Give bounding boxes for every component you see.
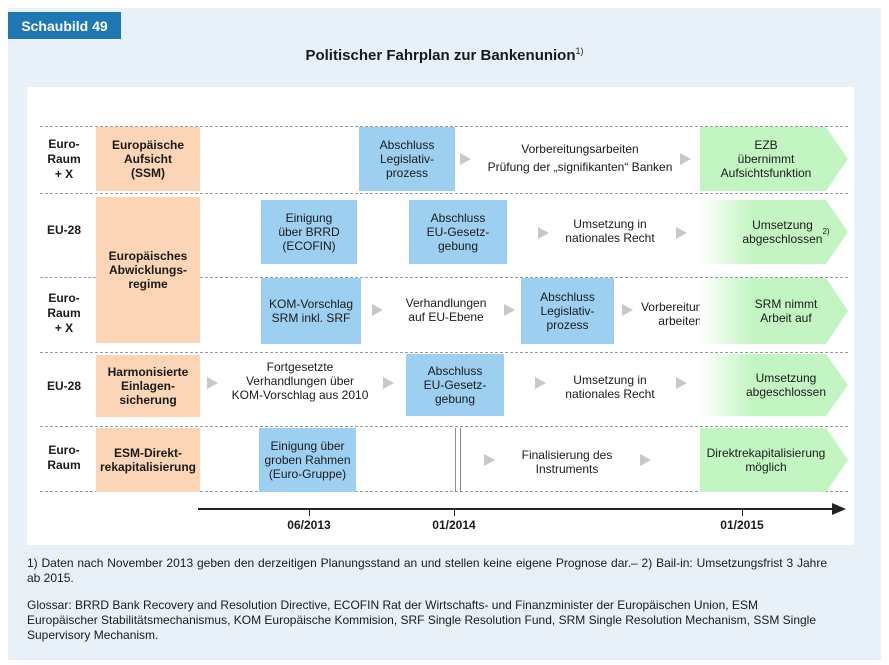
footnote-text: 1) Daten nach November 2013 geben den de… <box>27 556 827 585</box>
row4-box-abschluss: Abschluss EU-Gesetz- gebung <box>406 354 504 416</box>
arrow-icon <box>460 153 471 165</box>
row-separator <box>40 277 96 278</box>
row2-region: EU-28 <box>46 222 81 237</box>
arrow-icon <box>535 377 546 389</box>
axis-tick-label: 06/2013 <box>287 518 331 532</box>
row23-label: Europäisches Abwicklungs- regime <box>96 197 200 343</box>
row-separator <box>40 193 848 194</box>
figure-title: Politischer Fahrplan zur Bankenunion1) <box>0 46 889 64</box>
timeline-axis <box>198 508 832 510</box>
row5-milestone: Direktrekapitalisierung möglich <box>700 428 848 492</box>
row4-text-verhandlungen: Fortgesetzte Verhandlungen über KOM-Vors… <box>231 360 369 402</box>
axis-tick <box>309 509 310 516</box>
axis-tick <box>454 509 455 516</box>
row3-region: Euro- Raum + X <box>47 290 81 335</box>
row1-label: Europäische Aufsicht (SSM) <box>96 127 200 191</box>
row4-text-umsetzung: Umsetzung in nationales Recht <box>565 373 655 401</box>
row-separator <box>200 277 848 278</box>
row1-text-vorbereitung: Vorbereitungsarbeiten <box>521 142 639 156</box>
row3-text-vorbereitung: Vorbereitungs- arbeiten <box>640 300 720 328</box>
row2-box-abschluss: Abschluss EU-Gesetz- gebung <box>409 200 507 264</box>
row5-text-finalisierung: Finalisierung des Instruments <box>521 448 613 476</box>
row1-region: Euro- Raum + X <box>47 136 81 181</box>
row2-footnote-mark: 2) <box>822 227 830 236</box>
arrow-icon <box>484 454 495 466</box>
arrow-icon <box>680 153 691 165</box>
row-separator <box>40 352 848 353</box>
axis-tick-label: 01/2014 <box>432 518 476 532</box>
row3-box-kom: KOM-Vorschlag SRM inkl. SRF <box>261 278 361 344</box>
arrow-icon <box>538 227 549 239</box>
row1-box-abschluss: Abschluss Legislativ- prozess <box>359 127 455 191</box>
timeline-arrowhead <box>832 503 846 515</box>
row3-text-verhandlungen: Verhandlungen auf EU-Ebene <box>405 296 487 324</box>
row3-box-abschluss: Abschluss Legislativ- prozess <box>521 278 614 344</box>
arrow-icon <box>622 304 633 316</box>
row2-text-umsetzung: Umsetzung in nationales Recht <box>565 217 655 245</box>
row5-label: ESM-Direkt- rekapitalisierung <box>96 428 200 492</box>
row5-divider <box>455 428 456 492</box>
row2-milestone-text: Umsetzung abgeschlossen <box>742 218 823 246</box>
arrow-icon <box>372 304 383 316</box>
arrow-icon <box>676 227 687 239</box>
glossary-text: Glossar: BRRD Bank Recovery and Resoluti… <box>27 598 817 642</box>
row5-box-einigung: Einigung über groben Rahmen (Euro-Gruppe… <box>259 428 356 492</box>
row-separator <box>40 426 848 427</box>
row4-label: Harmonisierte Einlagen- sicherung <box>96 355 200 417</box>
arrow-icon <box>504 304 515 316</box>
title-footnote-mark: 1) <box>575 46 584 56</box>
row4-milestone: Umsetzung abgeschlossen <box>700 354 848 416</box>
arrow-icon <box>676 377 687 389</box>
arrow-icon <box>207 377 218 389</box>
arrow-icon <box>640 454 651 466</box>
row3-milestone: SRM nimmt Arbeit auf <box>700 278 848 344</box>
row5-region: Euro- Raum <box>47 443 81 472</box>
row1-milestone: EZB übernimmt Aufsichtsfunktion <box>700 127 848 191</box>
row-separator <box>40 126 848 127</box>
row-separator <box>40 491 848 492</box>
figure-tag: Schaubild 49 <box>8 12 121 39</box>
title-text: Politischer Fahrplan zur Bankenunion <box>305 47 576 64</box>
row4-region: EU-28 <box>46 378 81 393</box>
row1-text-pruefung: Prüfung der „signifikanten“ Banken <box>487 160 673 174</box>
axis-tick-label: 01/2015 <box>720 518 764 532</box>
axis-tick <box>742 509 743 516</box>
row5-divider <box>460 428 461 492</box>
row2-box-brrd: Einigung über BRRD (ECOFIN) <box>261 200 357 264</box>
arrow-icon <box>383 377 394 389</box>
